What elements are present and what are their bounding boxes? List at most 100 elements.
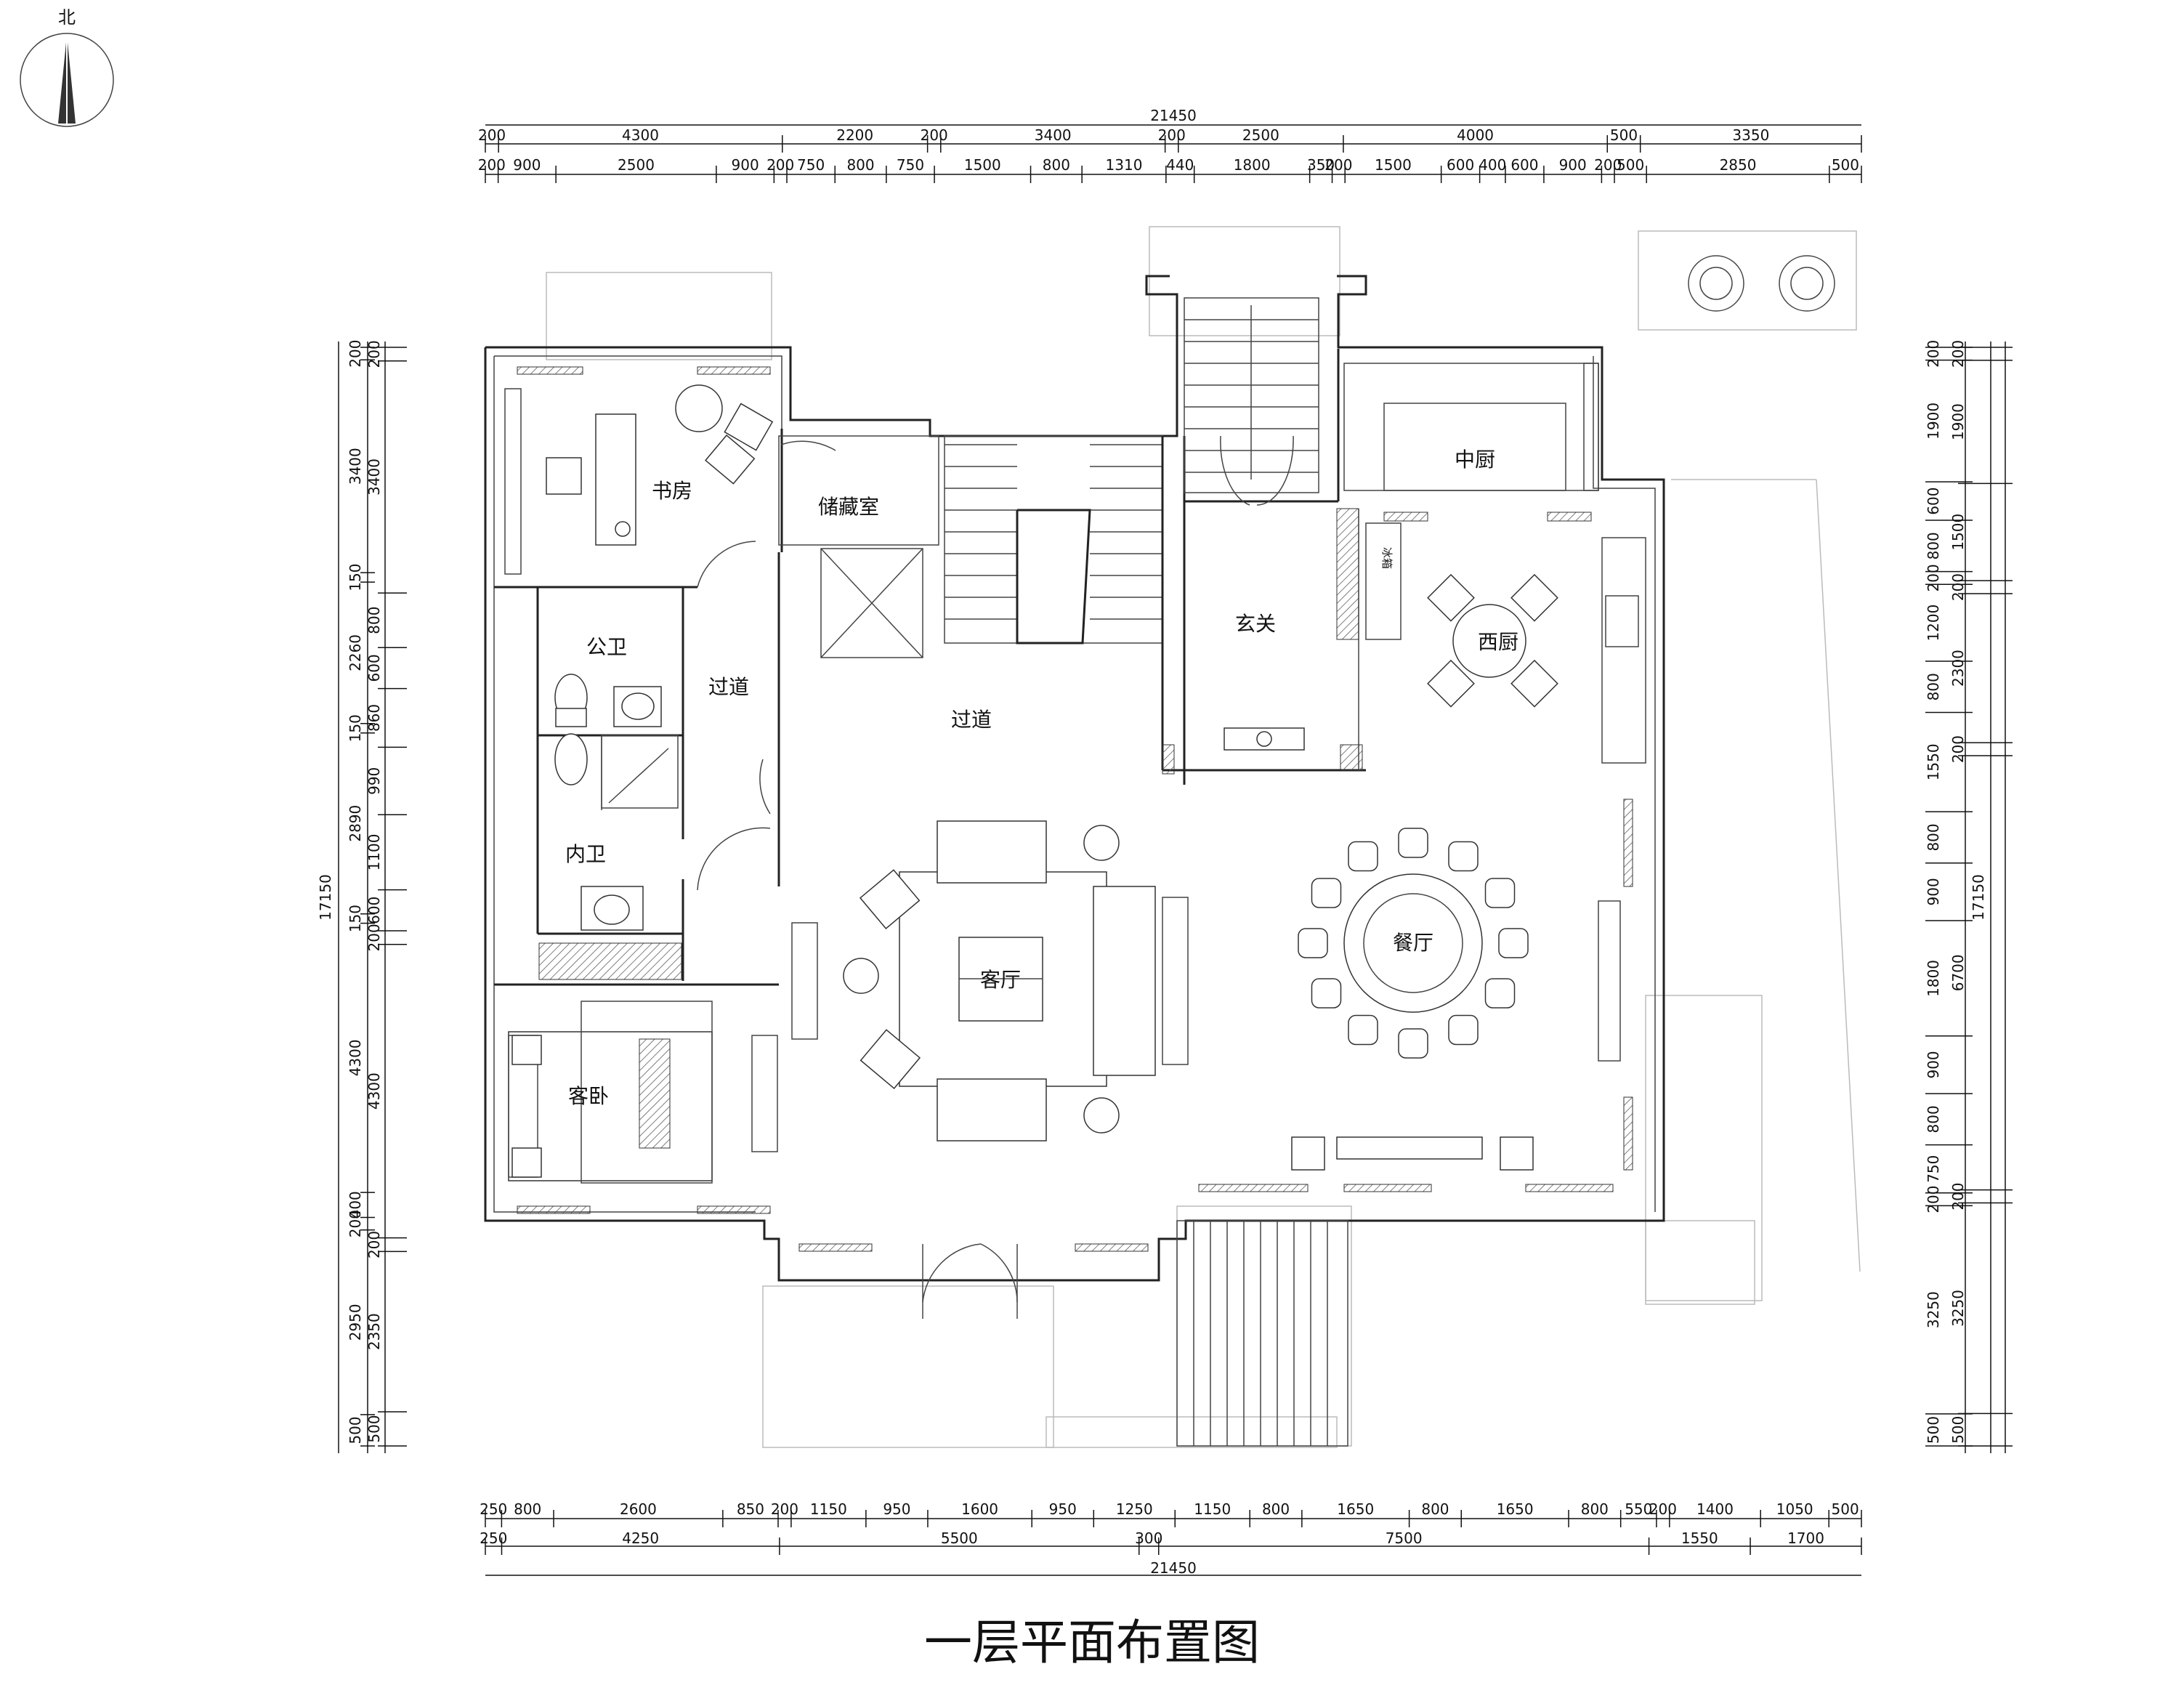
dim-value: 1200 [1925,605,1942,642]
dim-value: 1900 [1925,403,1942,440]
dim-value: 150 [347,905,364,932]
dim-value: 800 [1262,1500,1290,1518]
dim-value: 4300 [365,1072,383,1110]
dim-value: 4300 [622,126,659,144]
label-dining: 餐厅 [1393,931,1433,955]
dim-value: 200 [1925,1185,1942,1213]
dining-chair [1348,841,1378,872]
dim-value: 800 [1925,532,1942,559]
label-corridor-left: 过道 [708,675,749,699]
dim-value: 150 [347,714,364,742]
dim-value: 1150 [810,1500,847,1518]
dim-value: 850 [737,1500,764,1518]
plan-title: 一层平面布置图 [924,1615,1260,1670]
dim-top-total: 21450 [1150,107,1197,124]
label-fridge: 冰箱 [1380,547,1394,569]
guest-bed [508,1001,713,1184]
dim-value: 600 [1510,156,1538,174]
label-corridor-main: 过道 [951,708,992,732]
dim-value: 1650 [1497,1500,1534,1518]
bath-fixtures [554,674,662,931]
dim-value: 500 [1832,156,1859,174]
dim-value: 200 [1949,1182,1967,1210]
label-study: 书房 [652,479,692,503]
dim-value: 2890 [347,805,364,842]
dim-value: 800 [1581,1500,1609,1518]
dim-value: 800 [1925,673,1942,700]
dim-value: 550 [1625,1500,1652,1518]
dim-value: 800 [1421,1500,1449,1518]
north-label: 北 [58,7,76,28]
dim-right-outer: 2001900600800200120080015508009001800900… [1925,340,1973,1447]
label-living: 客厅 [980,968,1021,992]
dim-value: 200 [1324,156,1352,174]
dim-value: 3400 [347,448,364,485]
dim-value: 950 [1049,1500,1077,1518]
dim-value: 7500 [1386,1530,1423,1547]
dim-value: 1500 [964,156,1001,174]
front-steps [1176,1220,1348,1447]
dim-value: 200 [1158,126,1186,144]
dim-value: 1050 [1776,1500,1813,1518]
dim-value: 500 [1925,1416,1942,1444]
dim-value: 200 [771,1500,798,1518]
dim-value: 600 [365,897,383,924]
entry-stair [1184,297,1319,493]
dim-value: 250 [480,1530,507,1547]
dim-value: 200 [1594,156,1622,174]
dim-left-total: 17150 [317,874,334,921]
dim-value: 1500 [1375,156,1412,174]
dim-value: 1550 [1925,743,1942,780]
dim-value: 900 [1559,156,1587,174]
dining-chair [1498,928,1529,958]
dim-value: 1250 [1116,1500,1153,1518]
dim-value: 5500 [941,1530,978,1547]
interior-walls [494,349,1646,986]
dining-chair [1484,978,1516,1009]
dim-bottom-total: 21450 [1150,1559,1197,1577]
ac-units [1688,255,1835,312]
foyer-console [1224,727,1305,751]
dining-chair [1448,1014,1479,1046]
dim-value: 1650 [1337,1500,1374,1518]
dim-value: 350 [1307,156,1335,174]
dim-value: 200 [347,340,364,368]
dining-chair [1484,878,1516,908]
dim-value: 2950 [347,1304,364,1341]
dim-value: 800 [1925,823,1942,851]
dining-chair [1348,1014,1378,1046]
dim-value: 1800 [1925,960,1942,997]
dim-value: 1900 [1949,403,1967,440]
dimension-lines [338,124,2006,1576]
dim-value: 600 [1447,156,1474,174]
dim-value: 800 [846,156,874,174]
dim-value: 900 [1925,878,1942,905]
dim-value: 150 [347,564,364,591]
room-labels: 书房 储藏室 公卫 过道 过道 内卫 客厅 客卧 玄关 中厨 西厨 冰箱 餐厅 [565,448,1518,1108]
dim-value: 1310 [1106,156,1143,174]
dim-value: 200 [347,1210,364,1237]
dim-value: 1400 [1696,1500,1734,1518]
dim-value: 4250 [622,1530,659,1547]
dim-value: 200 [478,126,506,144]
dim-value: 500 [1617,156,1644,174]
dim-value: 3250 [1949,1290,1967,1327]
dim-value: 1100 [365,834,383,871]
dim-value: 200 [1949,340,1967,368]
dim-value: 2300 [1949,650,1967,687]
dim-value: 200 [365,340,383,368]
dim-value: 900 [732,156,759,174]
windows [517,366,1633,1252]
dim-value: 900 [513,156,541,174]
dim-value: 500 [1949,1416,1967,1444]
dim-value: 2500 [1242,126,1279,144]
dim-value: 200 [767,156,794,174]
dim-value: 200 [1949,735,1967,763]
dining-chair [1311,878,1342,908]
dim-value: 600 [365,654,383,682]
dim-value: 2260 [347,634,364,671]
dim-value: 800 [1925,1105,1942,1133]
